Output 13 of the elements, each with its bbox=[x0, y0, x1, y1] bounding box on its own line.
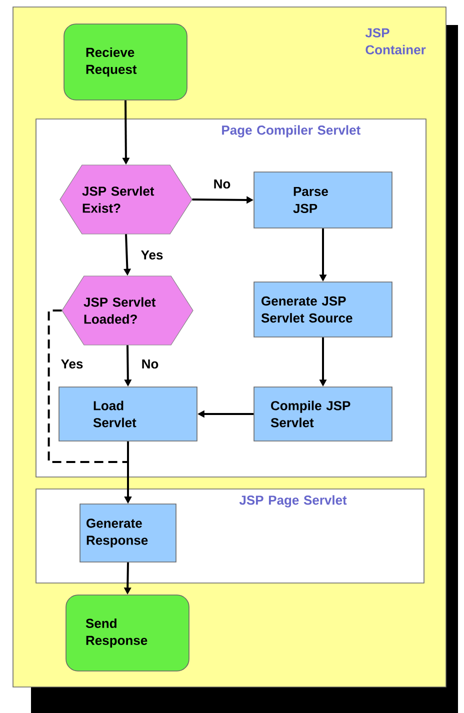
process-box: Compile JSP Servlet bbox=[254, 386, 392, 442]
decision-hexagon: JSP Servlet Loaded? bbox=[62, 276, 194, 346]
process-box: Parse JSP bbox=[254, 172, 392, 228]
terminal-box: Recieve Request bbox=[64, 24, 188, 100]
process-box: Generate Response bbox=[80, 504, 176, 562]
edge-label: Yes bbox=[141, 250, 163, 260]
decision-hexagon: JSP Servlet Exist? bbox=[60, 164, 192, 234]
edge-label: No bbox=[142, 359, 158, 369]
edge-label: Yes bbox=[61, 359, 83, 369]
terminal-box: Send Response bbox=[66, 594, 190, 672]
process-box: Load Servlet bbox=[58, 386, 198, 442]
process-box: Generate JSP Servlet Source bbox=[254, 282, 392, 338]
edge-label: No bbox=[214, 179, 230, 189]
